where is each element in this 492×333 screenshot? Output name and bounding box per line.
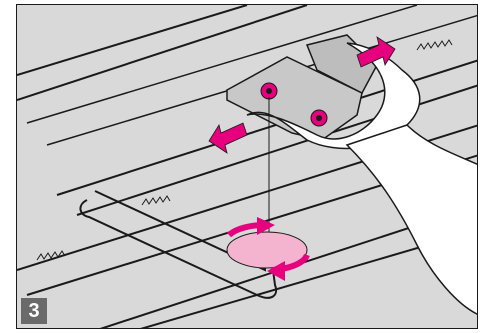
installation-illustration: [17, 5, 478, 329]
rotation-arrow: [227, 217, 307, 281]
illustration-panel: 3: [16, 4, 478, 329]
step-number-badge: 3: [21, 298, 47, 324]
